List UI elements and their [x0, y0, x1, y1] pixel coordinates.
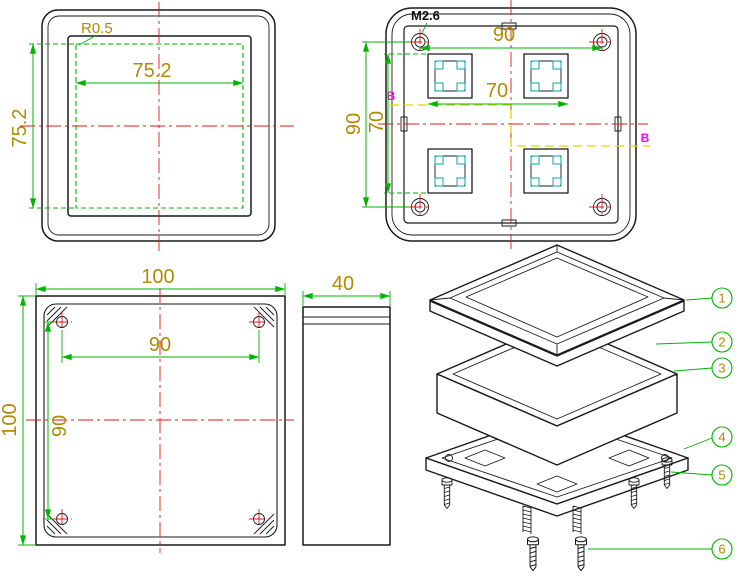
- screw-hole-bottom-right: [588, 193, 616, 221]
- section-line-bb: [390, 104, 650, 147]
- lid-radius-text: R0.5: [81, 20, 113, 37]
- section-label-left: B: [387, 89, 396, 103]
- top-width-dim-text: 90: [493, 24, 515, 46]
- side-outline: [302, 306, 391, 546]
- hole-span-width-dimension: 90: [61, 330, 260, 363]
- callout-3: 3: [711, 357, 733, 379]
- lid-outer-face: [429, 244, 685, 356]
- hole-span-width-dim-text: 90: [149, 334, 171, 356]
- lid-outer-outline: [41, 9, 276, 242]
- view-lid-top: 75.2 75.2 R0.5: [9, 2, 294, 252]
- lid-width-dimension: 75.2: [75, 60, 244, 87]
- hole-span-height-dim-text: 90: [49, 415, 71, 437]
- side-depth-dimension: 40: [302, 273, 391, 307]
- callout-5: 5: [711, 464, 733, 486]
- leader-5: [670, 471, 713, 476]
- callouts: 1 2 3 4 5 6: [588, 287, 733, 560]
- callout-2: 2: [711, 331, 733, 353]
- key-span-height-dim-text: 70: [366, 111, 388, 133]
- exploded-lid: [429, 244, 685, 367]
- plate-inner-face: [441, 418, 673, 498]
- callout-3-number: 3: [718, 361, 725, 376]
- lid-height-dimension: 75.2: [9, 43, 74, 209]
- base-height-dim-text: 100: [0, 403, 21, 436]
- section-label-right: B: [641, 131, 650, 145]
- leader-2: [655, 341, 713, 345]
- lid-radius-leader: [78, 35, 96, 46]
- callout-2-circle: [711, 331, 733, 353]
- lid-radius-callout: R0.5: [78, 20, 113, 46]
- callout-1: 1: [711, 287, 733, 309]
- lid-top-face: [465, 257, 649, 338]
- standoff-right: [572, 505, 582, 535]
- lid-width-dim-text: 75.2: [133, 60, 172, 82]
- callout-3-circle: [711, 357, 733, 379]
- lid-bevel-edges: [429, 245, 685, 355]
- top-height-dim-text: 90: [343, 113, 365, 135]
- plate-key-1: [464, 449, 506, 467]
- exploded-box-body: [436, 321, 678, 466]
- standoff-left: [522, 505, 532, 535]
- screw-hole-bottom-left: [406, 193, 434, 221]
- screw-left: [441, 477, 453, 509]
- base-hole-top-right: [248, 311, 270, 333]
- side-depth-dim-text: 40: [332, 273, 354, 295]
- box-inner-rim: [452, 328, 662, 420]
- base-hole-top-left: [51, 311, 73, 333]
- view-base: 100 90 100 90: [0, 266, 294, 553]
- key-span-height-dimension: 70: [366, 53, 426, 194]
- lid-height-dim-text: 75.2: [9, 109, 31, 148]
- callout-4-circle: [711, 426, 733, 448]
- screw-hole-top-left: [406, 28, 434, 56]
- callout-2-number: 2: [718, 335, 725, 350]
- thread-leader: [421, 22, 428, 34]
- keycap-top-left: [427, 53, 473, 99]
- thread-label-text: M2.6: [411, 8, 440, 23]
- hole-span-height-dimension: 90: [43, 321, 71, 520]
- key-span-width-dim-text: 70: [486, 80, 508, 102]
- top-width-dimension: 90: [419, 24, 603, 52]
- base-width-dim-text: 100: [141, 266, 174, 288]
- callout-5-circle: [711, 464, 733, 486]
- callout-6-circle: [711, 538, 733, 560]
- key-span-width-dimension: 70: [427, 80, 569, 108]
- callout-4-number: 4: [718, 430, 725, 445]
- long-screw-left: [527, 536, 539, 572]
- base-outer-outline: [35, 295, 286, 546]
- callout-5-number: 5: [718, 468, 725, 483]
- long-screw-right: [575, 536, 587, 572]
- lid-skirt: [429, 300, 685, 367]
- plate-key-3: [536, 475, 578, 493]
- screw-hole-top-right: [588, 28, 616, 56]
- view-top-keys: B B 90 70 90 70 M2.6: [343, 0, 650, 252]
- lid-bezel-outline: [47, 15, 270, 236]
- top-edge-clips: [400, 22, 622, 227]
- keycap-top-right: [523, 53, 569, 99]
- base-hole-bottom-right: [248, 508, 270, 530]
- callout-6-number: 6: [718, 542, 725, 557]
- keycap-bottom-left: [427, 148, 473, 194]
- view-side: 40: [302, 273, 391, 546]
- keycap-bottom-right: [523, 148, 569, 194]
- plate-key-4: [608, 449, 650, 467]
- callout-6: 6: [711, 538, 733, 560]
- top-height-dimension: 90: [343, 41, 409, 208]
- callout-1-circle: [711, 287, 733, 309]
- thread-callout: M2.6: [411, 8, 440, 34]
- base-height-dimension: 100: [0, 295, 36, 546]
- callout-1-number: 1: [718, 291, 725, 306]
- leader-1: [685, 297, 713, 301]
- base-inner-outline: [43, 303, 278, 538]
- base-hole-bottom-left: [51, 508, 73, 530]
- callout-4: 4: [711, 426, 733, 448]
- plate-post-left: [445, 454, 453, 462]
- leader-3: [673, 367, 713, 372]
- box-walls: [436, 373, 678, 466]
- leader-4: [683, 437, 713, 450]
- base-width-dimension: 100: [35, 266, 286, 296]
- view-exploded: 1 2 3 4 5 6: [425, 244, 733, 572]
